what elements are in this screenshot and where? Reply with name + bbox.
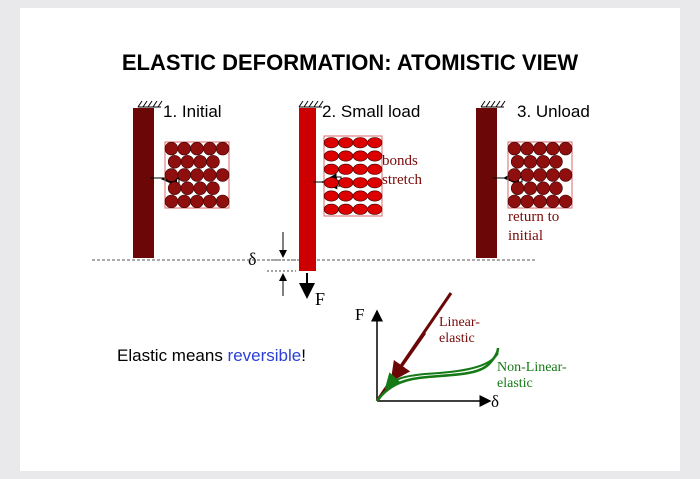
atom [215, 194, 230, 209]
stage-label-unload: 3. Unload [517, 102, 590, 121]
atom [190, 141, 204, 156]
atom [507, 168, 522, 182]
atom [338, 137, 354, 149]
atom [352, 203, 368, 215]
slide-title: ELASTIC DEFORMATION: ATOMISTIC VIEW [121, 50, 579, 75]
atom [180, 155, 195, 169]
atom [338, 177, 354, 189]
atom [190, 194, 204, 209]
atom [206, 155, 220, 169]
nonlinear-return-arrow [384, 352, 499, 390]
atom [367, 203, 383, 215]
atom-lattice-initial [164, 141, 230, 209]
atom [167, 155, 182, 169]
atom [352, 177, 368, 189]
atom [215, 168, 230, 182]
atom [520, 194, 534, 209]
deformation-diagram: F δ Linear- elastic Non-Linear- elastic [92, 100, 573, 411]
atom [558, 194, 573, 209]
atom [206, 181, 220, 195]
stage-label-initial: 1. Initial [163, 102, 222, 121]
atom [533, 168, 547, 182]
atom [352, 190, 368, 202]
atom [546, 141, 560, 156]
bonds-stretch-label: bonds stretch [382, 153, 422, 188]
atom [536, 155, 550, 169]
atom [167, 181, 182, 195]
atom [338, 163, 354, 175]
atom [203, 141, 217, 156]
atom [546, 168, 560, 182]
stage-label-small-load: 2. Small load [322, 102, 421, 121]
atom [164, 194, 179, 209]
nonlinear-elastic-label-2: elastic [497, 376, 533, 391]
linear-elastic-label-2: elastic [439, 331, 475, 346]
unload-arrow [390, 332, 427, 383]
atom [520, 168, 534, 182]
atom-lattice-unloaded [507, 141, 573, 209]
linear-elastic-label-1: Linear- [439, 315, 480, 330]
atom [323, 190, 339, 202]
atom [203, 168, 217, 182]
atom [523, 181, 538, 195]
atom [549, 181, 563, 195]
atom [536, 181, 550, 195]
atom [367, 163, 383, 175]
force-displacement-graph [371, 292, 500, 407]
atom [177, 194, 191, 209]
atom [533, 141, 547, 156]
atom [203, 194, 217, 209]
return-to-initial-label: return to initial [508, 209, 560, 244]
atom [323, 163, 339, 175]
nonlinear-elastic-label-1: Non-Linear- [497, 360, 567, 375]
atom [180, 181, 195, 195]
atom [510, 155, 525, 169]
atom [164, 141, 179, 156]
atom [193, 155, 207, 169]
atom [323, 137, 339, 149]
atom [338, 203, 354, 215]
atom [558, 168, 573, 182]
atom-lattice-stretched [323, 135, 383, 217]
delta-symbol: δ [248, 249, 257, 269]
atom [164, 168, 179, 182]
atom [190, 168, 204, 182]
atom [193, 181, 207, 195]
atom [507, 141, 522, 156]
force-symbol: F [315, 289, 326, 309]
lattice-frame [323, 135, 383, 217]
atom [546, 194, 560, 209]
atom [523, 155, 538, 169]
atom [533, 194, 547, 209]
atom [323, 203, 339, 215]
atom [367, 137, 383, 149]
atom [352, 150, 368, 162]
atom [367, 177, 383, 189]
atom [558, 141, 573, 156]
atom [520, 141, 534, 156]
atom [352, 137, 368, 149]
wall-initial [133, 100, 186, 258]
atom [367, 190, 383, 202]
atom [510, 181, 525, 195]
atom [177, 141, 191, 156]
reversible-caption: Elastic means reversible! [117, 346, 306, 365]
atom [323, 177, 339, 189]
graph-y-label: F [355, 305, 364, 324]
atom [549, 155, 563, 169]
atom [338, 150, 354, 162]
atom [507, 194, 522, 209]
slide: ELASTIC DEFORMATION: ATOMISTIC VIEW 1. I… [20, 8, 680, 471]
atom [177, 168, 191, 182]
atom [352, 163, 368, 175]
atom [367, 150, 383, 162]
atom [323, 150, 339, 162]
atom [338, 190, 354, 202]
graph-x-label: δ [491, 392, 499, 411]
atom [215, 141, 230, 156]
